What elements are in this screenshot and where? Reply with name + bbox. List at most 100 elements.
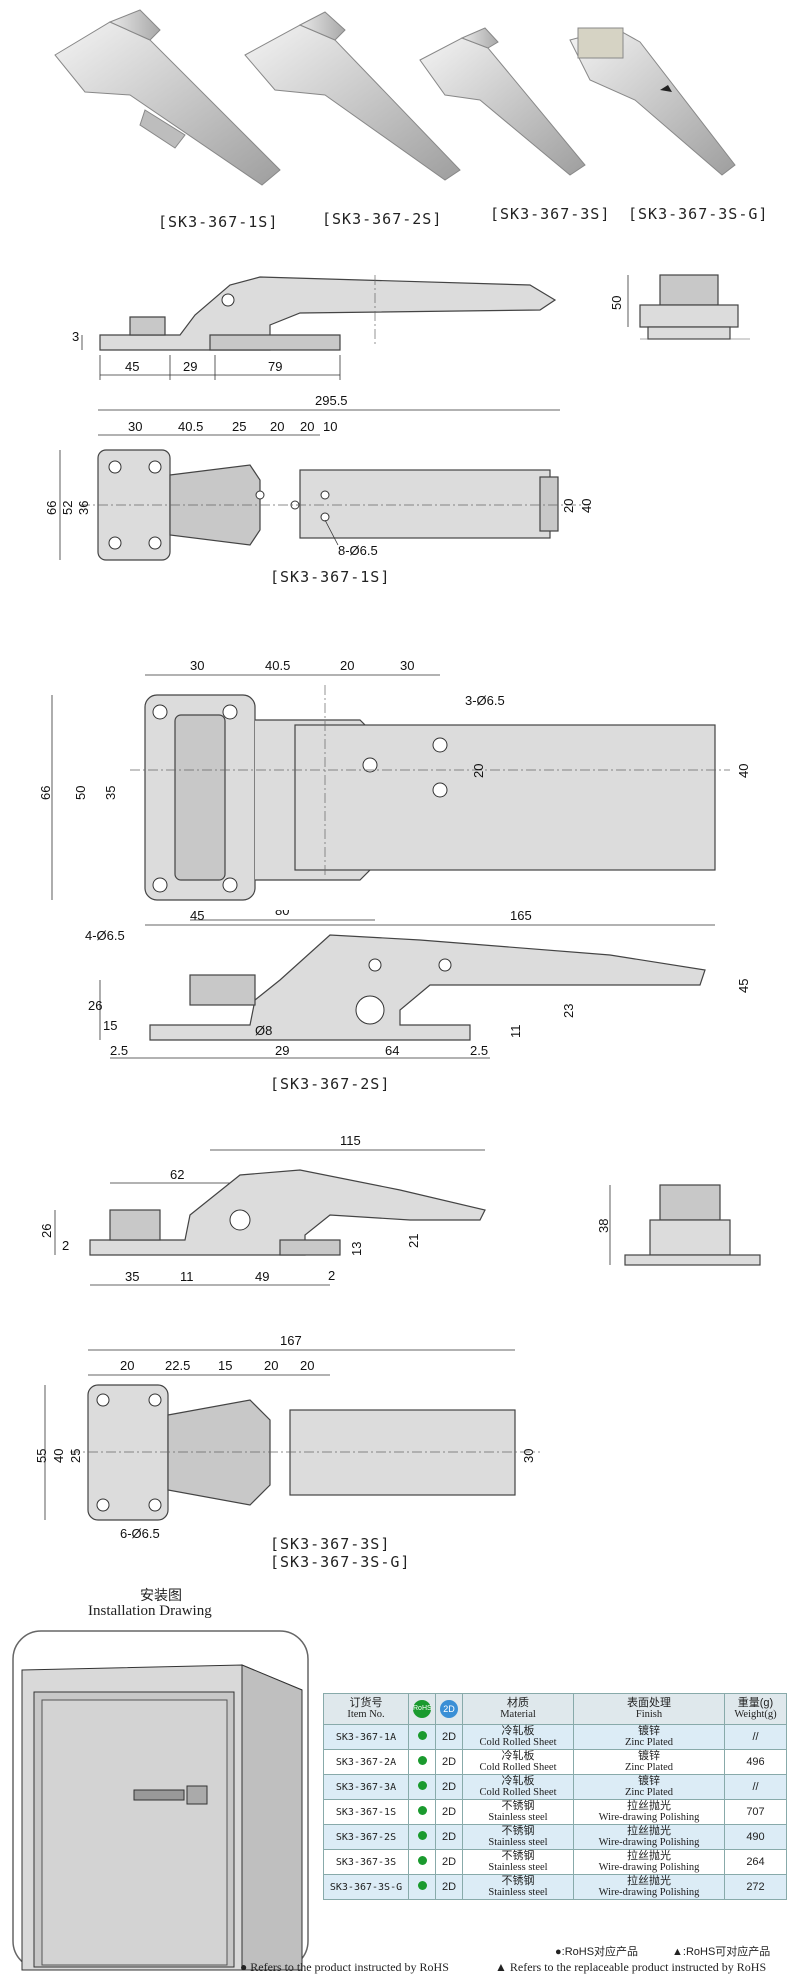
dim-29: 29 [275,1043,289,1058]
cad-link[interactable]: 2D [435,1799,463,1825]
dim-36: 36 [76,501,91,515]
hole-note-6: 6-Ø6.5 [120,1526,160,1541]
dim-30: 30 [128,419,142,434]
dim-11: 11 [508,1025,523,1039]
dim-45: 45 [125,359,139,374]
dim-50: 50 [609,296,624,310]
dim-35: 35 [103,786,118,800]
rohs-cell [408,1874,436,1900]
legend-rohs-rep-en: ▲ Refers to the replaceable product inst… [495,1960,767,1974]
drawing1-caption: [SK3-367-1S] [270,568,391,586]
rohs-dot-icon [417,1881,427,1890]
drawing-sk3-367-3s-side: 115 62 26 2 21 13 2 35 11 49 38 [39,1135,761,1286]
rohs-cell [408,1749,436,1775]
dim-165: 165 [510,908,532,923]
dim-38: 38 [596,1219,611,1233]
dim-40: 40 [51,1449,66,1463]
top-view: 295.5 30 40.5 25 20 20 10 66 52 36 20 40… [44,393,594,561]
dim-40: 40 [579,499,594,513]
dim-21: 21 [406,1234,421,1248]
drawing-sk3-367-2s: 30 40.5 20 30 66 50 35 20 40 3-Ø6.5 4-Ø6… [38,658,751,943]
weight: // [724,1774,787,1800]
dim-20b: 20 [264,1358,278,1373]
dim-20c: 20 [561,499,576,513]
end-view: 50 [609,274,750,340]
item-no: SK3-367-1A [323,1724,409,1750]
hole-note-4: 4-Ø6.5 [85,928,125,943]
dim-40-5: 40.5 [178,419,203,434]
drawing2-caption: [SK3-367-2S] [270,1075,391,1093]
cad-link[interactable]: 2D [435,1849,463,1875]
dim-2b: 2 [328,1268,335,1283]
dim-167: 167 [280,1333,302,1348]
cad-link[interactable]: 2D [435,1824,463,1850]
dim-20b: 20 [471,764,486,778]
side-view: 80 26 15 Ø8 23 45 11 2.5 29 64 2.5 [88,910,751,1059]
side-view: 45 29 79 3 [72,275,557,380]
dim-66: 66 [38,786,53,800]
dim-15: 15 [103,1018,117,1033]
legend-rohs-cn: ●:RoHS对应产品 [555,1946,639,1958]
dim-80: 80 [275,910,289,918]
dim-40-5: 40.5 [265,658,290,673]
installation-drawing [12,1630,309,1971]
dim-26: 26 [88,998,102,1013]
dim-3: 3 [72,329,79,344]
hole-note-8: 8-Ø6.5 [338,543,378,558]
top-view: 167 20 22.5 15 20 20 55 40 25 30 6-Ø6.5 [34,1333,540,1541]
dim-35: 35 [125,1269,139,1284]
dim-26: 26 [39,1224,54,1238]
legend-rohs-rep-cn: ▲:RoHS可对应产品 [672,1946,771,1958]
dim-55: 55 [34,1449,49,1463]
cad-link[interactable]: 2D [435,1774,463,1800]
rohs-dot-icon [417,1831,427,1840]
dim-30: 30 [521,1449,536,1463]
item-no: SK3-367-2S [323,1824,409,1850]
dim-45: 45 [736,979,751,993]
rohs-dot-icon [417,1781,427,1790]
cad-link[interactable]: 2D [435,1749,463,1775]
rohs-dot-icon [417,1856,427,1865]
dim-13: 13 [349,1242,364,1256]
rohs-cell [408,1849,436,1875]
dim-79: 79 [268,359,282,374]
dim-2-5a: 2.5 [110,1043,128,1058]
drawing-sk3-367-3s-top: 167 20 22.5 15 20 20 55 40 25 30 6-Ø6.5 [34,1333,540,1541]
cad-link[interactable]: 2D [435,1874,463,1900]
cad-link[interactable]: 2D [435,1724,463,1750]
col-2d: 2D [435,1693,463,1725]
dim-o8: Ø8 [255,1023,272,1038]
item-no: SK3-367-3S [323,1849,409,1875]
dim-62: 62 [170,1167,184,1182]
weight: 272 [724,1874,787,1900]
dim-20a: 20 [120,1358,134,1373]
dim-20b: 20 [300,419,314,434]
weight: 707 [724,1799,787,1825]
side-view: 115 62 26 2 21 13 2 35 11 49 [39,1135,486,1286]
cad-icon: 2D [440,1700,458,1718]
latch-photo-3s [419,27,586,176]
dim-22-5: 22.5 [165,1358,190,1373]
dim-23: 23 [561,1004,576,1018]
dim-30b: 30 [400,658,414,673]
drawing3-caption-b: [SK3-367-3S-G] [270,1553,411,1571]
weight: 496 [724,1749,787,1775]
drawing-sk3-367-2s-side: 80 26 15 Ø8 23 45 11 2.5 29 64 2.5 [88,910,751,1059]
rohs-cell [408,1724,436,1750]
rohs-dot-icon [417,1731,427,1740]
